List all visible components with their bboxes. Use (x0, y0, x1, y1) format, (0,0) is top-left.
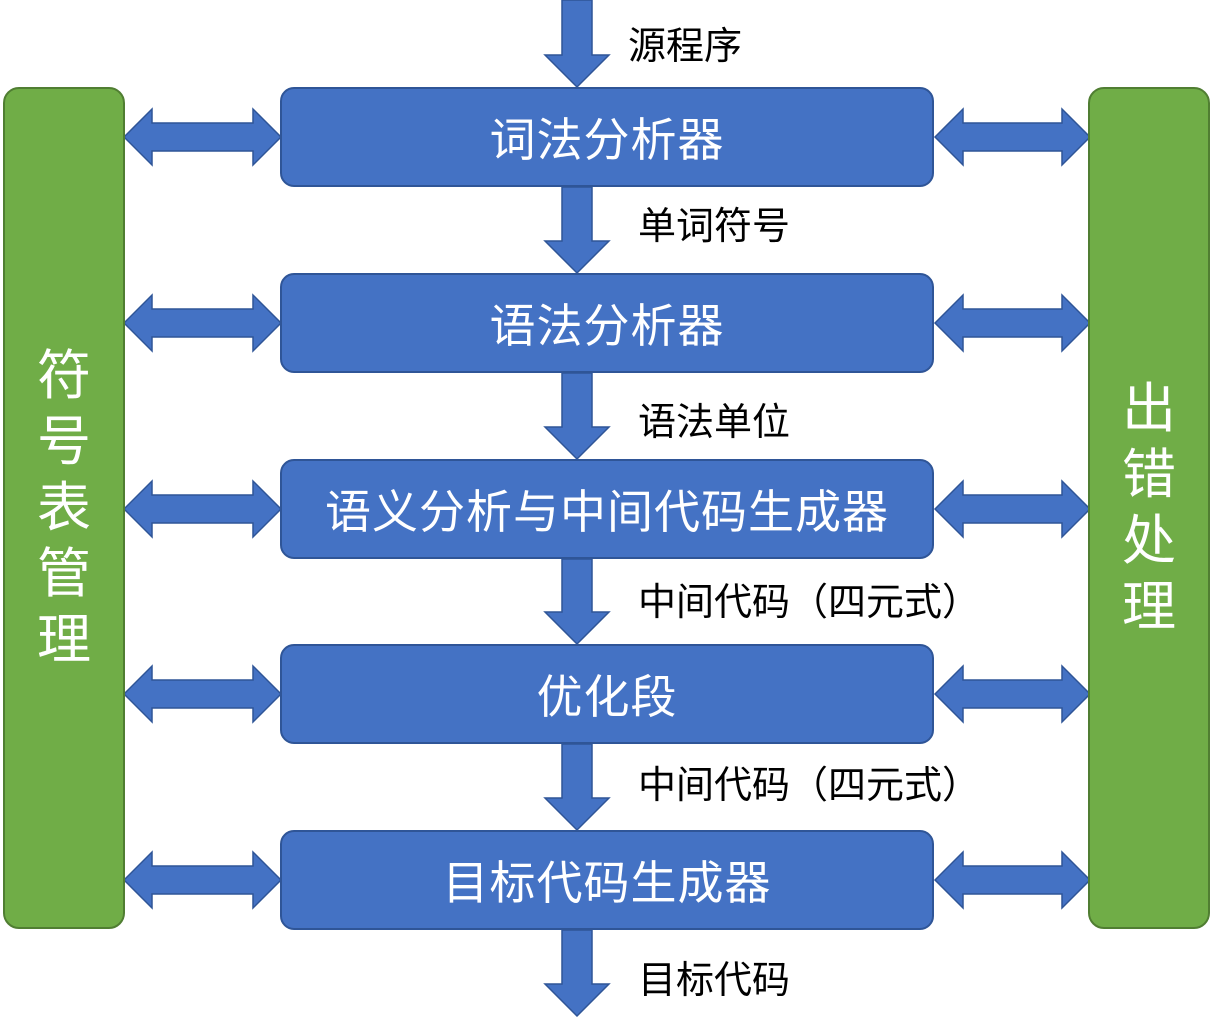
error-handling-char: 错 (1122, 443, 1176, 506)
input-label: 源程序 (628, 24, 743, 68)
target-code-generator-box: 目标代码生成器 (280, 830, 934, 930)
error-handling-panel: 出 错 处 理 (1088, 87, 1210, 929)
flow-label: 语法单位 (638, 400, 791, 444)
optimizer-box: 优化段 (280, 644, 934, 744)
lexical-analyzer-box: 词法分析器 (280, 87, 934, 187)
flow-label: 中间代码（四元式） (638, 580, 981, 624)
flow-label: 单词符号 (638, 204, 791, 248)
down-arrow (543, 558, 611, 646)
symbol-table-char: 管 (37, 542, 91, 605)
symbol-table-char: 理 (37, 608, 91, 671)
error-handling-char: 理 (1122, 575, 1176, 638)
down-arrow (543, 0, 611, 89)
flow-label: 目标代码 (638, 958, 791, 1002)
down-arrow (543, 186, 611, 275)
symbol-table-exchange-arrow (122, 293, 283, 353)
symbol-table-char: 号 (37, 410, 91, 473)
syntax-analyzer-box: 语法分析器 (280, 273, 934, 373)
flow-label: 中间代码（四元式） (638, 763, 981, 807)
error-handling-exchange-arrow (933, 479, 1092, 539)
symbol-table-char: 符 (37, 344, 91, 407)
symbol-table-panel: 符 号 表 管 理 (3, 87, 125, 929)
symbol-table-exchange-arrow (122, 850, 283, 910)
error-handling-exchange-arrow (933, 850, 1092, 910)
down-arrow (543, 743, 611, 832)
symbol-table-exchange-arrow (122, 479, 283, 539)
down-arrow (543, 929, 611, 1018)
symbol-table-exchange-arrow (122, 664, 283, 724)
symbol-table-exchange-arrow (122, 107, 283, 167)
semantic-ir-generator-box: 语义分析与中间代码生成器 (280, 459, 934, 559)
error-handling-exchange-arrow (933, 664, 1092, 724)
down-arrow (543, 372, 611, 461)
error-handling-exchange-arrow (933, 107, 1092, 167)
symbol-table-char: 表 (37, 476, 91, 539)
error-handling-char: 处 (1122, 509, 1176, 572)
error-handling-exchange-arrow (933, 293, 1092, 353)
error-handling-char: 出 (1122, 377, 1176, 440)
